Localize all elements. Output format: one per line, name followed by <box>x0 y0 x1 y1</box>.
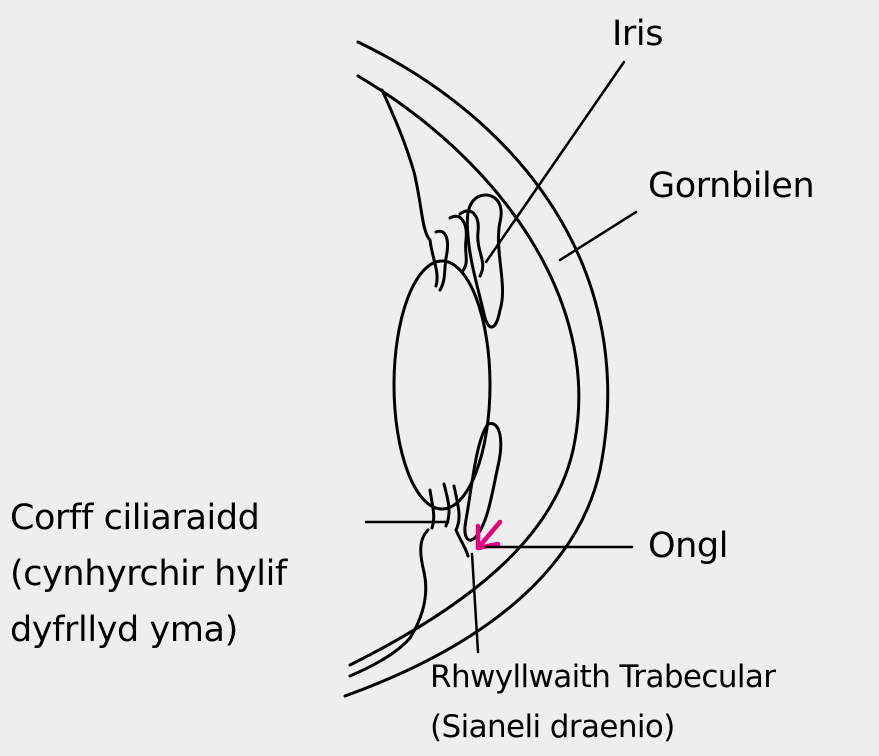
upper-tissue-edge <box>382 90 430 240</box>
ciliary-body-label-line-1: Corff ciliaraidd <box>10 496 259 540</box>
trabecular-label-line-2: (Sianeli draenio) <box>430 706 675 748</box>
cornea-label: Gornbilen <box>648 164 814 208</box>
iris-label: Iris <box>612 12 663 56</box>
ciliary-body-label-line-2: (cynhyrchir hylif <box>10 552 287 596</box>
cornea-outer-line <box>345 42 608 696</box>
angle-label: Ongl <box>648 524 728 568</box>
cornea-leader-line <box>560 212 636 260</box>
ciliary-body-label-line-3: dyfrllyd yma) <box>10 608 238 652</box>
trabecular-label-line-1: Rhwyllwaith Trabecular <box>430 656 775 698</box>
cornea-inner-line <box>350 76 579 665</box>
upper-iris <box>467 195 502 327</box>
lens <box>394 261 490 509</box>
trabecular-leader-line <box>472 554 478 652</box>
lower-iris <box>465 423 501 540</box>
